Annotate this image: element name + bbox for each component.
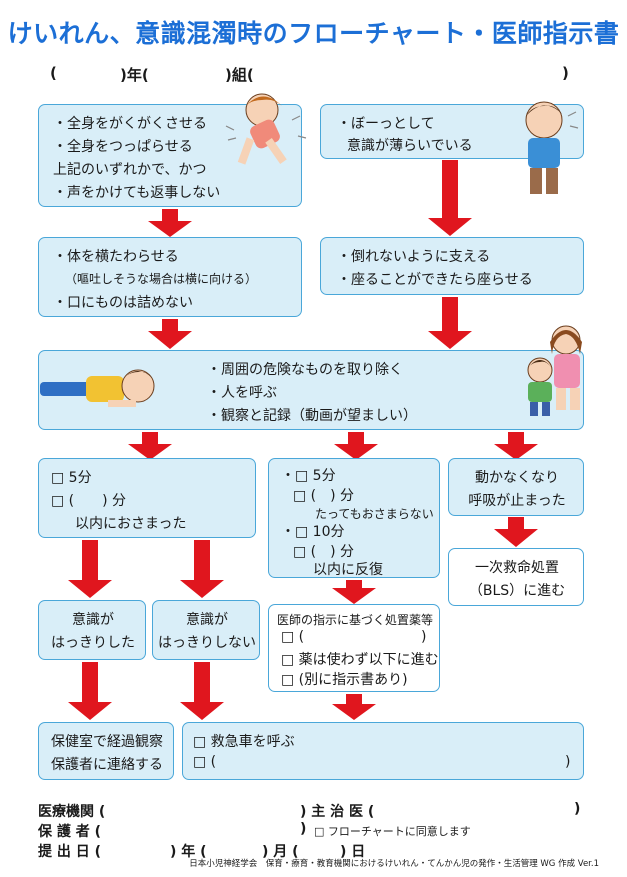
box3-line-1: ・体を横たわらせる — [53, 249, 179, 265]
box5-line-3: ・観察と記録（動画が望ましい） — [207, 408, 417, 424]
arrow-down-7 — [494, 432, 538, 460]
support-box: ・倒れないように支える ・座ることができたら座らせる — [320, 237, 584, 295]
box12-line-2-close: ) — [421, 629, 427, 645]
box7-line-3: たってもおさまらない — [315, 507, 434, 521]
box5-line-1: ・周囲の危険なものを取り除く — [207, 362, 403, 378]
date-label[interactable]: 提 出 日 ( — [38, 844, 102, 860]
arrow-down-14 — [332, 694, 376, 720]
arrow-down-3 — [148, 319, 192, 349]
open-paren: ( — [50, 64, 57, 82]
arrow-down-2 — [428, 160, 472, 236]
box12-line-1: 医師の指示に基づく処置薬等 — [277, 613, 434, 627]
box11-line-1: 意識が — [186, 612, 228, 628]
arrow-down-12 — [68, 662, 112, 720]
box1-line-1: ・全身をがくがくさせる — [53, 116, 207, 132]
box9-line-2: （BLS）に進む — [468, 583, 566, 599]
adult-and-child-illustration — [514, 322, 590, 418]
arrow-down-10 — [180, 540, 224, 598]
box1-line-2: ・全身をつっぱらせる — [53, 139, 193, 155]
box7-line-6: 以内に反復 — [313, 562, 383, 578]
arrow-down-1 — [148, 209, 192, 237]
box12-line-4[interactable]: □ (別に指示書あり) — [281, 672, 408, 688]
box7-line-5[interactable]: □ ( ) 分 — [293, 544, 355, 560]
box10-line-1: 意識が — [72, 612, 114, 628]
box10-line-2: はっきりした — [51, 635, 135, 651]
arrow-down-4 — [428, 297, 472, 349]
box14-line-1[interactable]: □ 救急車を呼ぶ — [193, 734, 295, 750]
not-resolved-box: ・□ 5分 □ ( ) 分 たってもおさまらない ・□ 10分 □ ( ) 分 … — [268, 458, 440, 578]
hospital-label[interactable]: 医療機関 ( — [38, 804, 106, 820]
box14-line-2[interactable]: □ ( — [193, 754, 217, 770]
box5-line-2: ・人を呼ぶ — [207, 385, 277, 401]
resolved-within-box: □ 5分 □ ( ) 分 以内におさまった — [38, 458, 256, 538]
box7-line-1[interactable]: ・□ 5分 — [281, 468, 336, 484]
box14-line-2-close: ) — [565, 754, 571, 770]
not-conscious-box: 意識が はっきりしない — [152, 600, 260, 660]
box3-line-2: （嘔吐しそうな場合は横に向ける） — [65, 272, 258, 286]
box3-line-3: ・口にものは詰めない — [53, 295, 193, 311]
box8-line-1: 動かなくなり — [475, 470, 559, 486]
arrow-down-6 — [334, 432, 378, 460]
class-info-line: ( )年( )組( ) — [40, 64, 600, 86]
box13-line-2: 保護者に連絡する — [51, 757, 163, 773]
box11-line-2: はっきりしない — [158, 635, 256, 651]
box4-line-2: ・座ることができたら座らせる — [337, 272, 533, 288]
box6-line-1[interactable]: □ 5分 — [51, 470, 92, 486]
box1-line-3: 上記のいずれかで、かつ — [53, 162, 207, 178]
observe-box: 保健室で経過観察 保護者に連絡する — [38, 722, 174, 780]
box7-line-2[interactable]: □ ( ) 分 — [293, 488, 355, 504]
box2-line-2: 意識が薄らいでいる — [347, 138, 473, 154]
box6-line-3: 以内におさまった — [75, 516, 187, 532]
year-label[interactable]: )年( — [120, 66, 149, 84]
arrow-down-11 — [332, 580, 376, 604]
box12-line-2[interactable]: □ ( — [281, 629, 305, 645]
arrow-down-9 — [68, 540, 112, 598]
arrow-down-5 — [128, 432, 172, 460]
class-label[interactable]: )組( — [225, 66, 254, 84]
lay-down-box: ・体を横たわらせる （嘔吐しそうな場合は横に向ける） ・口にものは詰めない — [38, 237, 302, 317]
dazed-boy-illustration — [506, 92, 586, 202]
guardian-label[interactable]: 保 護 者 ( — [38, 824, 102, 840]
arrow-down-8 — [494, 517, 538, 547]
box8-line-2: 呼吸が止まった — [468, 493, 566, 509]
page-title: けいれん、意識混濁時のフローチャート・医師指示書 — [7, 19, 620, 48]
date-month[interactable]: ) 月 ( — [262, 844, 299, 860]
guardian-close: ) — [300, 821, 307, 837]
consent-checkbox[interactable]: □ フローチャートに同意します — [314, 825, 471, 838]
conscious-box: 意識が はっきりした — [38, 600, 146, 660]
box6-line-2[interactable]: □ ( ) 分 — [51, 493, 127, 509]
doctor-label[interactable]: ) 主 治 医 ( — [300, 804, 375, 820]
close-paren: ) — [562, 64, 569, 82]
date-day: ) 日 — [340, 844, 366, 860]
date-year[interactable]: ) 年 ( — [170, 844, 207, 860]
stopped-breathing-box: 動かなくなり 呼吸が止まった — [448, 458, 584, 516]
bls-box: 一次救命処置 （BLS）に進む — [448, 548, 584, 606]
box2-line-1: ・ぼーっとして — [337, 116, 435, 132]
lying-child-illustration — [30, 360, 160, 420]
ambulance-box: □ 救急車を呼ぶ □ ( ) — [182, 722, 584, 780]
box12-line-3[interactable]: □ 薬は使わず以下に進む — [281, 652, 439, 668]
box13-line-1: 保健室で経過観察 — [51, 734, 163, 750]
box4-line-1: ・倒れないように支える — [337, 249, 491, 265]
doctor-close: ) — [574, 801, 581, 817]
box1-line-4: ・声をかけても返事しない — [53, 185, 221, 201]
box9-line-1: 一次救命処置 — [475, 560, 559, 576]
box7-line-4[interactable]: ・□ 10分 — [281, 524, 345, 540]
medication-box: 医師の指示に基づく処置薬等 □ ( ) □ 薬は使わず以下に進む □ (別に指示… — [268, 604, 440, 692]
arrow-down-13 — [180, 662, 224, 720]
convulsing-girl-illustration — [222, 86, 322, 176]
credit-text: 日本小児神経学会 保育・療育・教育機関におけるけいれん・てんかん児の発作・生活管… — [189, 859, 599, 869]
